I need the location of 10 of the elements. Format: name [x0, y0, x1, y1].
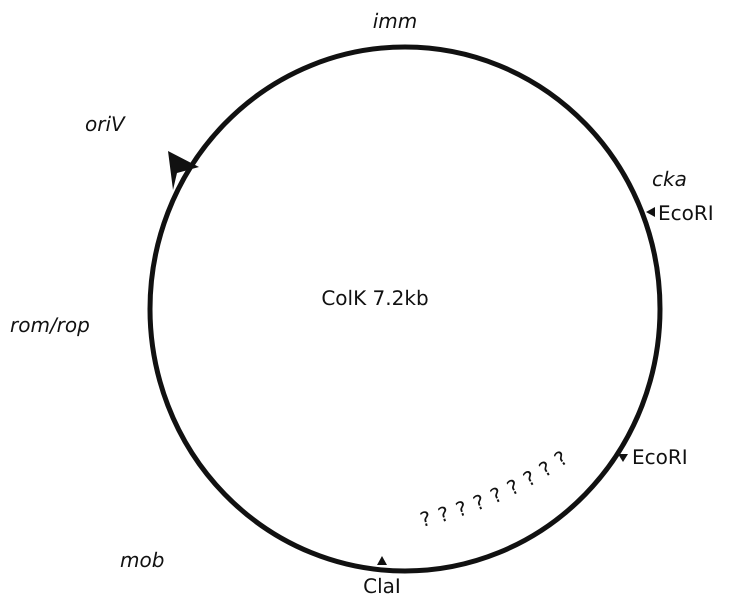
gene-label: rom/rop	[10, 313, 90, 337]
plasmid-label: ColK 7.2kb	[321, 286, 429, 310]
unknown-region-label: ? ? ? ? ? ? ? ? ?	[418, 445, 574, 532]
gene-label: oriV	[85, 112, 125, 136]
gene-label: cka	[652, 167, 687, 191]
gene-label: imm	[372, 9, 418, 33]
gene-label: mob	[120, 548, 164, 572]
site-label: ClaI	[363, 574, 401, 596]
site-label: EcoRI	[658, 201, 714, 225]
site-label: EcoRI	[632, 445, 688, 469]
